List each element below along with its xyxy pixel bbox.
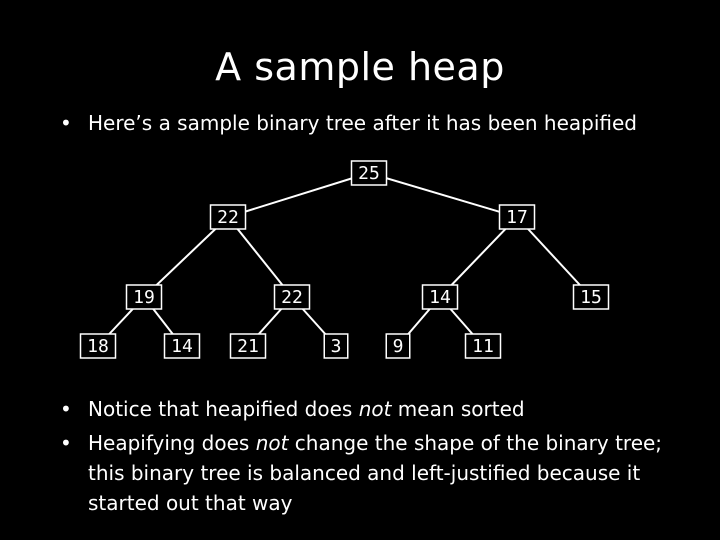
tree-node-box: [498, 204, 536, 230]
note2-after: change the shape of the binary tree; thi…: [88, 431, 663, 515]
tree-node-label: 15: [580, 287, 602, 308]
note2-emphasis: not: [255, 431, 289, 455]
tree-node-box: [464, 333, 502, 359]
tree-node: 21: [229, 333, 267, 359]
tree-node-label: 9: [393, 336, 404, 357]
tree-edge: [227, 216, 293, 298]
slide-title: A sample heap: [215, 45, 505, 89]
tree-node: 3: [323, 333, 349, 359]
tree-edge: [516, 216, 592, 298]
tree-node: 17: [498, 204, 536, 230]
note1-before: Notice that heapified does: [88, 397, 359, 421]
bullet-note-shape-text: Heapifying does not change the shape of …: [88, 428, 663, 518]
tree-nodes: 25 22 17 19 22 14 15 18 14 21 3 9 11: [79, 160, 610, 359]
bullet-marker: •: [60, 397, 72, 421]
tree-node-label: 22: [217, 207, 239, 228]
tree-node-label: 17: [506, 207, 528, 228]
tree-node-label: 3: [331, 336, 342, 357]
tree-node: 11: [464, 333, 502, 359]
bullet-note-sorted: • Notice that heapified does not mean so…: [60, 394, 700, 424]
tree-edges: [97, 172, 592, 347]
tree-node: 22: [209, 204, 247, 230]
tree-node-label: 22: [281, 287, 303, 308]
note1-emphasis: not: [358, 397, 392, 421]
tree-node: 14: [421, 284, 459, 310]
tree-node-label: 19: [133, 287, 155, 308]
tree-node-box: [572, 284, 610, 310]
tree-node: 9: [385, 333, 411, 359]
tree-node-box: [125, 284, 163, 310]
tree-node-box: [163, 333, 201, 359]
tree-node-label: 14: [171, 336, 193, 357]
tree-node-box: [79, 333, 117, 359]
bullet-intro: • Here’s a sample binary tree after it h…: [60, 108, 700, 138]
tree-edge: [227, 172, 370, 218]
bullet-note-shape: • Heapifying does not change the shape o…: [60, 428, 700, 518]
tree-node-label: 21: [237, 336, 259, 357]
tree-node: 18: [79, 333, 117, 359]
note2-before: Heapifying does: [88, 431, 256, 455]
tree-node: 19: [125, 284, 163, 310]
tree-node: 22: [273, 284, 311, 310]
tree-node-box: [385, 333, 411, 359]
tree-node: 14: [163, 333, 201, 359]
tree-edge: [368, 172, 518, 218]
bullet-note-sorted-text: Notice that heapified does not mean sort…: [88, 394, 525, 424]
tree-node-box: [209, 204, 247, 230]
tree-node-label: 14: [429, 287, 451, 308]
tree-node-label: 25: [358, 163, 380, 184]
tree-edge: [143, 216, 229, 298]
tree-node-box: [421, 284, 459, 310]
bullet-intro-text: Here’s a sample binary tree after it has…: [88, 111, 638, 135]
tree-node-label: 18: [87, 336, 109, 357]
tree-node: 15: [572, 284, 610, 310]
tree-node-label: 11: [472, 336, 494, 357]
tree-node: 25: [350, 160, 388, 186]
note1-after: mean sorted: [391, 397, 525, 421]
tree-node-box: [229, 333, 267, 359]
tree-node-box: [273, 284, 311, 310]
bullet-marker: •: [60, 431, 72, 455]
tree-edge: [439, 216, 518, 298]
tree-node-box: [323, 333, 349, 359]
tree-node-box: [350, 160, 388, 186]
bullet-marker: •: [60, 111, 72, 135]
